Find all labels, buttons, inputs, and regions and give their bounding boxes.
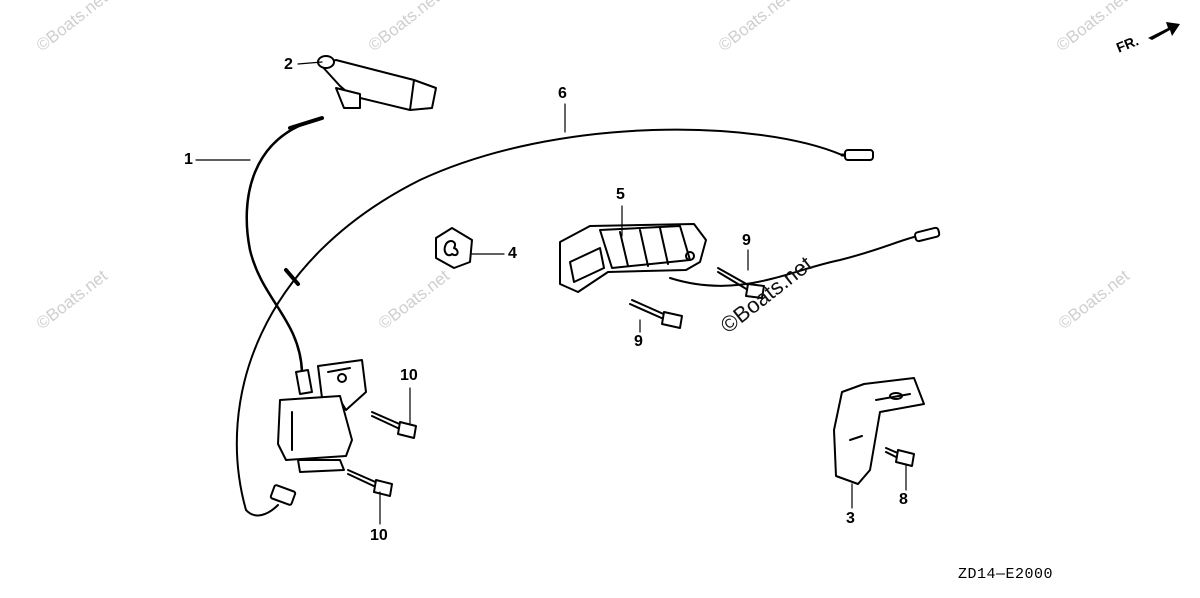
grommet-4: [435, 227, 473, 269]
high-tension-lead-1: [245, 116, 324, 374]
callout-6: 6: [558, 85, 567, 102]
bolt-9-lower: [629, 299, 683, 329]
lead-wire-6: [235, 128, 843, 511]
callout-2: 2: [284, 56, 293, 73]
spark-plug-cap-2: [317, 55, 437, 111]
callout-8: 8: [899, 491, 908, 508]
bracket-3: [833, 377, 925, 485]
callout-4: 4: [508, 245, 517, 262]
bolt-9-upper: [717, 267, 765, 299]
bolt-10-upper: [371, 411, 417, 439]
callout-3: 3: [846, 510, 855, 527]
callout-9-upper: 9: [742, 232, 751, 249]
diagram-code: ZD14—E2000: [958, 566, 1054, 583]
callout-1: 1: [184, 151, 193, 168]
callout-5: 5: [616, 186, 625, 203]
bolt-8: [885, 447, 915, 467]
charge-coil-5: [559, 223, 707, 293]
callout-10-upper: 10: [400, 367, 418, 384]
fr-arrow-icon: [1148, 22, 1180, 40]
ignition-coil: [277, 359, 367, 473]
callout-10-lower: 10: [370, 527, 388, 544]
bolt-10-lower: [347, 469, 393, 497]
callout-9-lower: 9: [634, 333, 643, 350]
